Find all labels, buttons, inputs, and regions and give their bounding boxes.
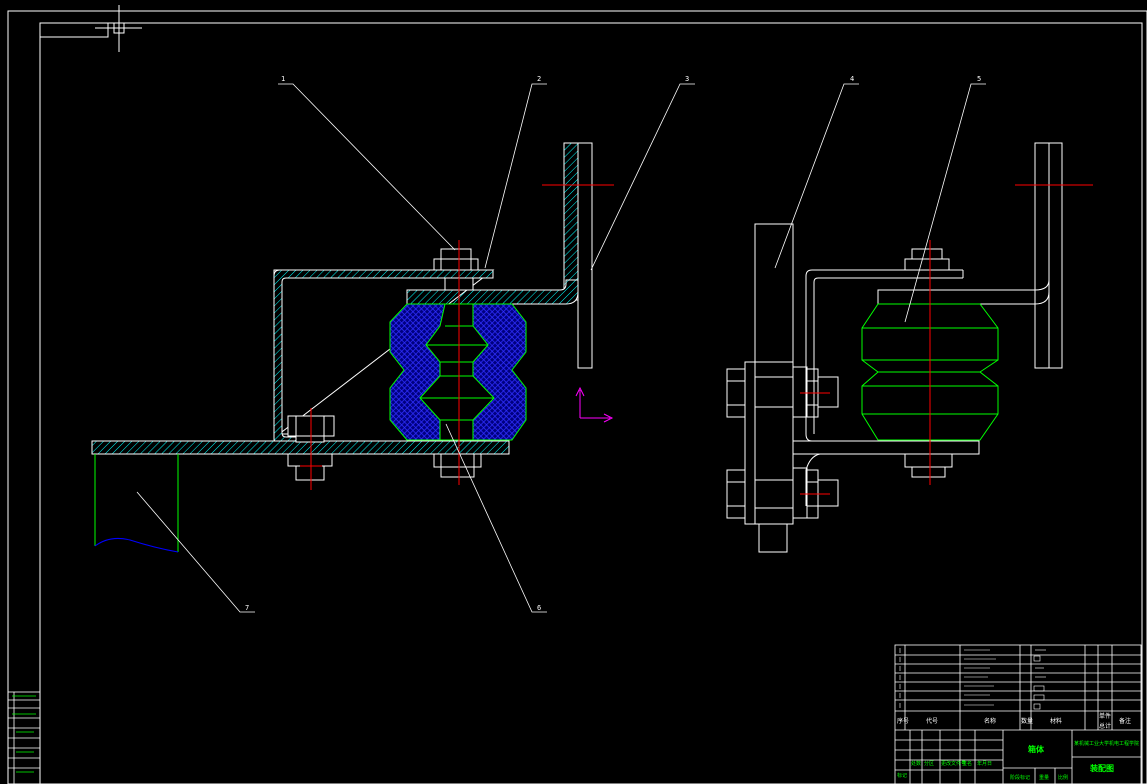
rubber-mount-right: [861, 303, 999, 441]
balloon-1: 1: [281, 75, 285, 83]
bottom-nut: [433, 453, 482, 478]
tb-header-qty: 数量: [1021, 717, 1033, 725]
top-nut: [433, 248, 479, 291]
balloon-2: 2: [537, 75, 541, 83]
revision-strip: [7, 691, 41, 784]
base-plate: [91, 440, 510, 455]
balloon-6: 6: [537, 604, 541, 612]
right-elevation-view: [726, 142, 1093, 553]
tb-bottom-0: 标记: [897, 772, 907, 779]
tb-title: 箱体: [1028, 744, 1045, 754]
tb-bottom-2: 分区: [924, 760, 934, 767]
base-support: [94, 454, 179, 553]
tb-drawing-name: 装配图: [1089, 763, 1114, 773]
tb-header-unit: 单件: [1099, 712, 1111, 720]
leader-lines: [136, 83, 986, 613]
tb-header-code: 代号: [926, 717, 938, 725]
left-section-view: [91, 142, 614, 553]
angle-plate-right: [1034, 142, 1050, 369]
side-bolts: [726, 366, 839, 519]
tb-header-name: 名称: [984, 717, 996, 725]
tb-bottom-4: 签名: [962, 760, 972, 767]
tb-bottom-6: 阶段标记: [1010, 774, 1030, 781]
tb-header-material: 材料: [1050, 717, 1062, 725]
tb-header-no: 序号: [897, 717, 909, 725]
balloon-numbers: 1 2 3 4 5 6 7: [245, 75, 981, 612]
tb-bottom-7: 重量: [1039, 774, 1049, 781]
balloon-5: 5: [977, 75, 981, 83]
balloon-3: 3: [685, 75, 689, 83]
ucs-axis-icon: [575, 386, 614, 423]
tb-bottom-8: 比例: [1058, 774, 1068, 781]
tb-bottom-3: 更改文件号: [941, 760, 966, 767]
tb-bottom-5: 年月日: [977, 760, 992, 767]
angle-bracket-vertical: [563, 142, 579, 301]
angle-plate: [577, 142, 593, 369]
balloon-7: 7: [245, 604, 249, 612]
balloon-4: 4: [850, 75, 854, 83]
tb-header-total: 总计: [1099, 722, 1111, 730]
tb-subtitle: 某机械工业大学机电工程学院: [1074, 740, 1139, 747]
side-plate: [754, 223, 794, 525]
rubber-core: [419, 303, 495, 441]
tb-header-remark: 备注: [1119, 717, 1131, 725]
title-block: 序号 代号 名称 数量 材料 单件 总计 备注 箱体 某机械工业大学机电工程学院…: [894, 644, 1142, 784]
top-plate: [406, 279, 579, 305]
crosshair-cursor-icon: [95, 5, 142, 52]
tb-bottom-1: 处数: [911, 760, 921, 767]
